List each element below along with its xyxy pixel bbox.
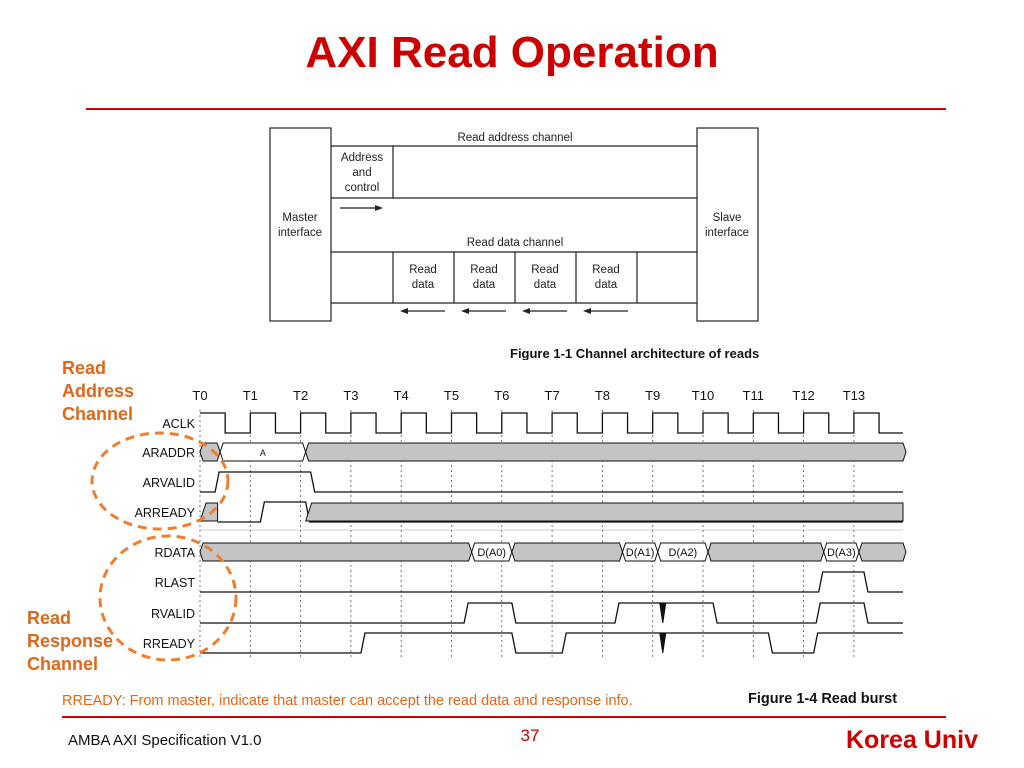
address-box-line2: and [352, 167, 371, 179]
slave-label-line2: interface [705, 227, 749, 239]
slide-title: AXI Read Operation [305, 28, 719, 77]
master-interface-box [269, 127, 332, 322]
clock-label-t7: T7 [545, 388, 560, 403]
waveforms: A D(A0) D(A1) D(A2) D(A3) [199, 412, 907, 654]
footer-rule [62, 716, 946, 718]
clock-label-t0: T0 [192, 388, 207, 403]
group-label-line: Channel [27, 654, 99, 674]
read-data-box1-line2: data [412, 279, 435, 291]
clock-labels: T0 T1 T2 T3 T4 T5 T6 T7 T8 T9 T10 T11 T12 T13 [192, 388, 865, 403]
group-label-line: Read [62, 358, 107, 378]
rvalid-wave [200, 602, 903, 624]
channel-architecture-diagram: Master interface Slave interface Read ad… [269, 127, 759, 360]
read-address-channel-label: Read address channel [457, 132, 572, 144]
rdata-idle [199, 542, 473, 562]
group-label-line: Response [27, 631, 114, 651]
clock-label-t1: T1 [243, 388, 258, 403]
clock-label-t10: T10 [692, 388, 714, 403]
footer-university: Korea Univ [846, 726, 978, 754]
arready-wave [217, 501, 903, 523]
rvalid-glitch [659, 602, 667, 624]
address-box-line3: control [345, 182, 380, 194]
read-data-box2-line1: Read [470, 264, 498, 276]
timing-caption: Figure 1-4 Read burst [748, 691, 897, 707]
response-channel-highlight [98, 534, 238, 662]
rready-glitch [659, 632, 667, 654]
clock-label-t8: T8 [595, 388, 610, 403]
read-data-box4-line2: data [595, 279, 618, 291]
read-data-box4-line1: Read [592, 264, 620, 276]
page-number: 37 [520, 726, 540, 745]
clock-label-t11: T11 [743, 388, 764, 403]
rdata-label: D(A0) [477, 547, 506, 559]
clock-label-t6: T6 [494, 388, 509, 403]
clock-label-t4: T4 [394, 388, 409, 403]
rdata-label: D(A3) [827, 547, 856, 559]
signal-label-arvalid: ARVALID [143, 476, 195, 490]
rdata-label: D(A1) [626, 547, 655, 559]
slave-label-line1: Slave [713, 212, 742, 224]
signal-label-araddr: ARADDR [142, 446, 195, 460]
signal-label-rlast: RLAST [155, 576, 196, 590]
rlast-wave [200, 571, 903, 593]
rdata-idle [858, 542, 907, 562]
group-label-line: Address [62, 381, 135, 401]
master-label-line1: Master [282, 212, 317, 224]
aclk-wave [200, 412, 903, 434]
rdata-idle [707, 542, 825, 562]
clock-label-t3: T3 [343, 388, 358, 403]
slave-interface-box [696, 127, 759, 322]
araddr-idle [305, 442, 907, 462]
group-label-line: Channel [62, 404, 134, 424]
signal-label-arready: ARREADY [135, 506, 196, 520]
signal-labels: ACLK ARADDR ARVALID ARREADY RDATA RLAST RVALID… [135, 417, 196, 651]
rready-note: RREADY: From master, indicate that maste… [62, 693, 633, 709]
read-data-box2-line2: data [473, 279, 496, 291]
title-rule [86, 108, 946, 110]
read-data-box3-line2: data [534, 279, 557, 291]
read-data-channel-label: Read data channel [467, 237, 564, 249]
read-data-box1-line1: Read [409, 264, 437, 276]
master-label-line2: interface [278, 227, 322, 239]
signal-label-aclk: ACLK [162, 417, 195, 431]
arready-undefined-start [199, 502, 219, 522]
clock-label-t12: T12 [792, 388, 814, 403]
address-channel-highlight [90, 431, 230, 531]
rdata-label: D(A2) [669, 547, 698, 559]
arready-undefined-end [304, 502, 904, 522]
architecture-caption: Figure 1-1 Channel architecture of reads [510, 346, 759, 360]
address-box-line1: Address [341, 152, 383, 164]
footer-spec-title: AMBA AXI Specification V1.0 [68, 732, 262, 749]
read-data-box3-line1: Read [531, 264, 559, 276]
signal-label-rdata: RDATA [154, 546, 195, 560]
clock-label-t5: T5 [444, 388, 459, 403]
clock-label-t9: T9 [645, 388, 660, 403]
clock-label-t2: T2 [293, 388, 308, 403]
read-address-channel-group-label: Read Address Channel [62, 357, 134, 426]
rdata-idle [511, 542, 624, 562]
clock-label-t13: T13 [843, 388, 865, 403]
araddr-label: A [260, 448, 266, 458]
araddr-idle [199, 442, 221, 462]
arvalid-wave [200, 471, 903, 493]
signal-label-rready: RREADY [143, 637, 196, 651]
group-label-line: Read [27, 608, 72, 628]
signal-label-rvalid: RVALID [151, 607, 195, 621]
rready-wave [200, 632, 903, 654]
read-response-channel-group-label: Read Response Channel [27, 607, 113, 676]
